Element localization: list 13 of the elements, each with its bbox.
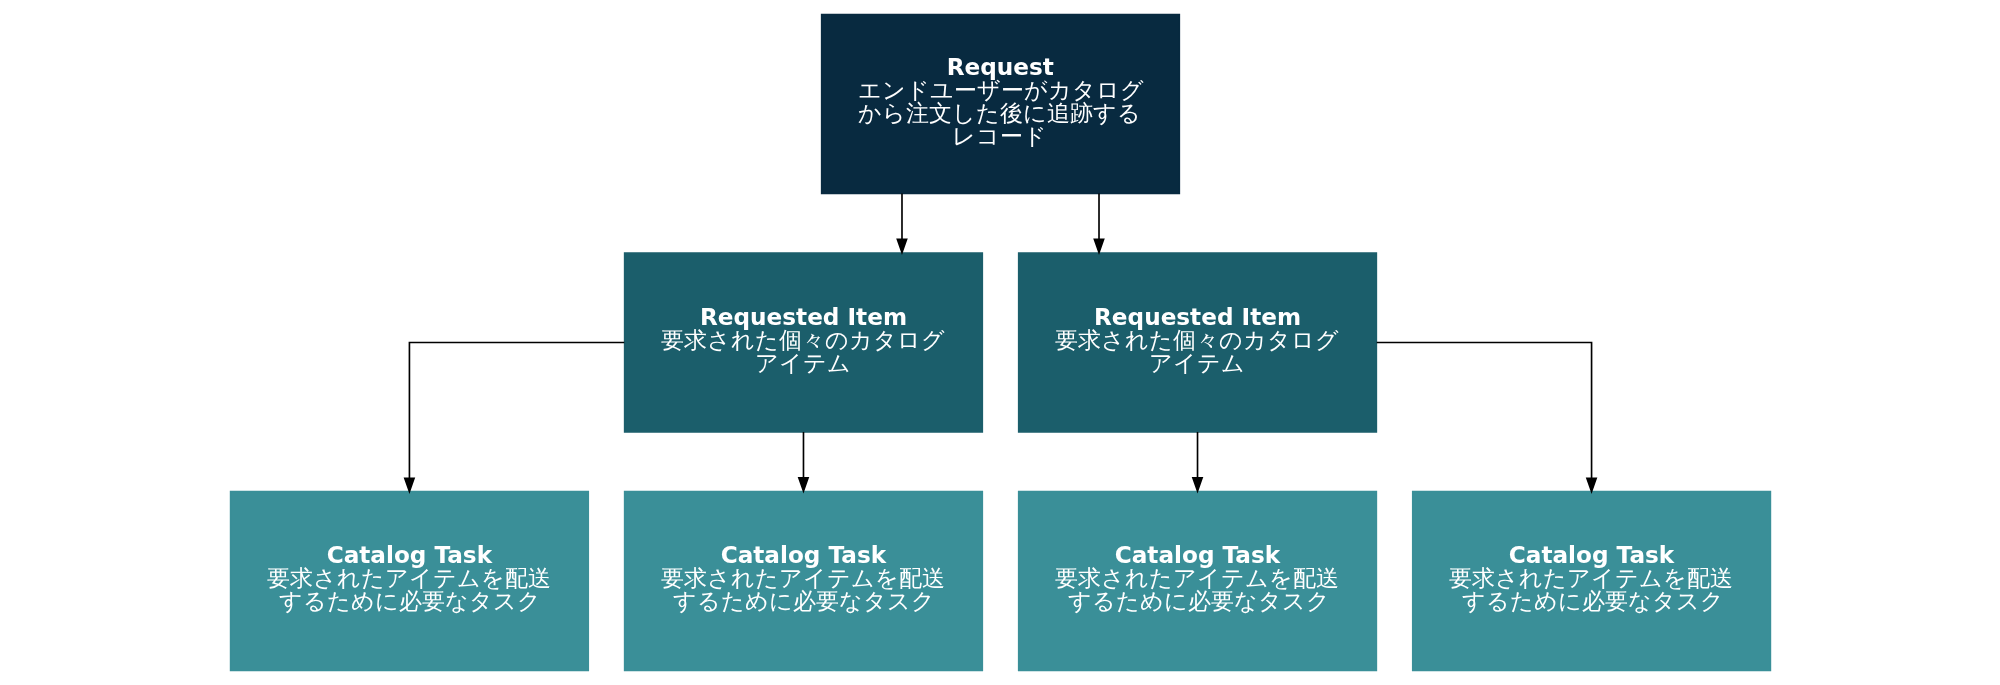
node-box: Catalog Task 要求されたアイテムを配送するために必要なタスク (229, 490, 589, 672)
node-box: Requested Item 要求された個々のカタログアイテム (623, 252, 983, 433)
node-box: Catalog Task 要求されたアイテムを配送するために必要なタスク (623, 490, 983, 672)
arrow (1375, 341, 1597, 494)
arrow (403, 341, 625, 494)
arrow (895, 192, 908, 256)
arrow (797, 431, 809, 494)
node-box: Catalog Task 要求されたアイテムを配送するために必要なタスク (1411, 490, 1771, 672)
node-box: Catalog Task 要求されたアイテムを配送するために必要なタスク (1017, 490, 1377, 672)
arrow (1191, 431, 1203, 494)
arrow (1092, 192, 1105, 256)
node-box: Request エンドユーザーがカタログから注文した後に追跡するレコード (820, 13, 1180, 195)
node-box: Requested Item 要求された個々のカタログアイテム (1017, 252, 1377, 433)
